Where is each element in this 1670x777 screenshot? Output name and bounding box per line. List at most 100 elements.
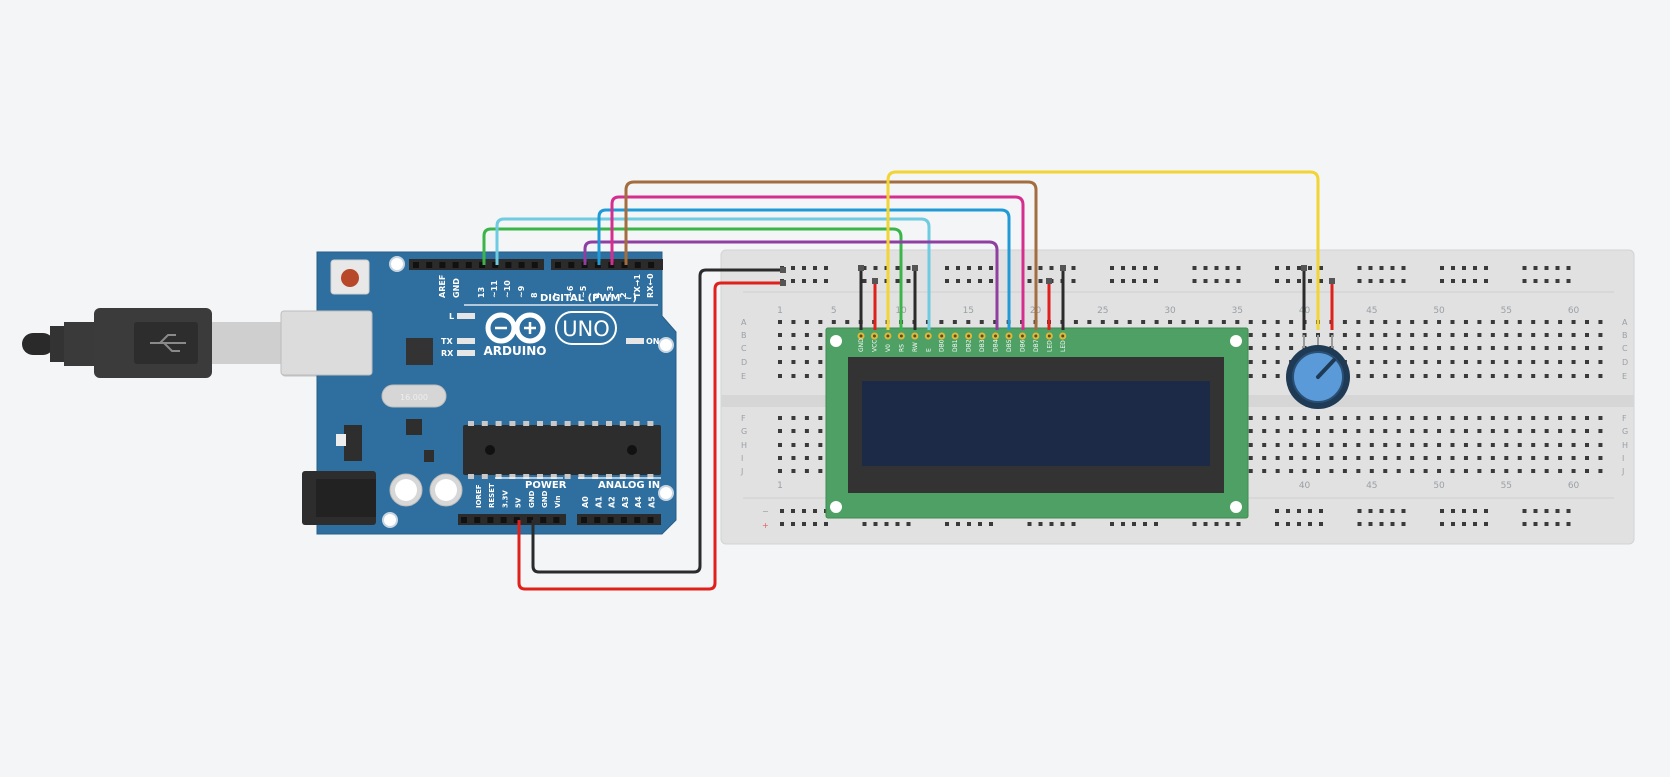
- header-pin[interactable]: [500, 517, 507, 523]
- breadboard-hole[interactable]: [1275, 416, 1280, 420]
- breadboard-hole[interactable]: [1289, 456, 1294, 460]
- breadboard-hole[interactable]: [1463, 333, 1468, 337]
- breadboard-hole[interactable]: [1544, 333, 1549, 337]
- breadboard-hole[interactable]: [818, 443, 823, 447]
- breadboard-hole[interactable]: [1585, 469, 1589, 473]
- rail-hole[interactable]: [1143, 522, 1147, 526]
- rail-hole[interactable]: [1027, 522, 1032, 526]
- rail-hole[interactable]: [1275, 279, 1279, 283]
- header-pin[interactable]: [607, 517, 614, 523]
- rail-hole[interactable]: [1390, 266, 1395, 270]
- rail-hole[interactable]: [1038, 522, 1043, 526]
- wire-yellow[interactable]: [886, 170, 1320, 330]
- rail-hole[interactable]: [895, 522, 900, 526]
- breadboard-hole[interactable]: [1504, 333, 1509, 337]
- breadboard-hole[interactable]: [1342, 429, 1347, 433]
- rail-hole[interactable]: [1484, 522, 1488, 526]
- breadboard-hole[interactable]: [1437, 429, 1442, 433]
- breadboard-hole[interactable]: [778, 429, 782, 433]
- breadboard-hole[interactable]: [778, 374, 782, 378]
- breadboard-hole[interactable]: [1490, 429, 1495, 433]
- breadboard-hole[interactable]: [818, 416, 823, 420]
- rail-hole[interactable]: [1027, 279, 1032, 283]
- breadboard-hole[interactable]: [1571, 333, 1576, 337]
- breadboard-hole[interactable]: [1342, 416, 1347, 420]
- breadboard-hole[interactable]: [1073, 320, 1078, 324]
- breadboard-hole[interactable]: [1558, 360, 1563, 364]
- rail-hole[interactable]: [1319, 279, 1323, 283]
- rail-hole[interactable]: [791, 522, 795, 526]
- rail-hole[interactable]: [1451, 279, 1455, 283]
- breadboard-hole[interactable]: [1262, 416, 1267, 420]
- rail-hole[interactable]: [1121, 279, 1125, 283]
- rail-hole[interactable]: [1071, 279, 1076, 283]
- rail-hole[interactable]: [1038, 279, 1043, 283]
- breadboard-hole[interactable]: [1504, 320, 1509, 324]
- rail-hole[interactable]: [1440, 266, 1444, 270]
- rail-hole[interactable]: [1286, 279, 1290, 283]
- rail-hole[interactable]: [1225, 266, 1230, 270]
- breadboard-hole[interactable]: [1302, 429, 1307, 433]
- breadboard-hole[interactable]: [1517, 360, 1522, 364]
- rail-hole[interactable]: [1522, 509, 1527, 513]
- breadboard-hole[interactable]: [1329, 429, 1334, 433]
- rail-hole[interactable]: [1308, 509, 1312, 513]
- breadboard-hole[interactable]: [939, 320, 944, 324]
- rail-hole[interactable]: [1154, 266, 1158, 270]
- rail-hole[interactable]: [1390, 509, 1395, 513]
- breadboard-hole[interactable]: [1289, 469, 1294, 473]
- breadboard-hole[interactable]: [1423, 469, 1428, 473]
- breadboard-hole[interactable]: [1463, 443, 1468, 447]
- rail-hole[interactable]: [1192, 266, 1197, 270]
- header-pin[interactable]: [487, 517, 494, 523]
- rail-hole[interactable]: [1462, 279, 1466, 283]
- breadboard-hole[interactable]: [1423, 374, 1428, 378]
- breadboard-hole[interactable]: [1369, 346, 1374, 350]
- rail-hole[interactable]: [1544, 279, 1549, 283]
- rail-hole[interactable]: [1379, 266, 1384, 270]
- header-pin[interactable]: [452, 262, 459, 268]
- breadboard-hole[interactable]: [1396, 346, 1401, 350]
- breadboard-hole[interactable]: [1437, 416, 1442, 420]
- breadboard-hole[interactable]: [1356, 443, 1361, 447]
- breadboard-hole[interactable]: [1558, 320, 1563, 324]
- rail-hole[interactable]: [895, 266, 900, 270]
- breadboard-hole[interactable]: [1369, 333, 1374, 337]
- breadboard-hole[interactable]: [1275, 320, 1280, 324]
- rail-hole[interactable]: [1143, 266, 1147, 270]
- breadboard-hole[interactable]: [1598, 443, 1603, 447]
- breadboard-hole[interactable]: [1289, 320, 1294, 324]
- rail-hole[interactable]: [1544, 266, 1549, 270]
- rail-hole[interactable]: [813, 522, 817, 526]
- rail-hole[interactable]: [906, 266, 911, 270]
- rail-hole[interactable]: [1038, 266, 1043, 270]
- breadboard-hole[interactable]: [1544, 346, 1549, 350]
- rail-hole[interactable]: [1143, 279, 1147, 283]
- rail-hole[interactable]: [1368, 509, 1373, 513]
- breadboard-hole[interactable]: [1490, 333, 1495, 337]
- breadboard-hole[interactable]: [1558, 416, 1563, 420]
- breadboard-hole[interactable]: [1531, 429, 1536, 433]
- breadboard-hole[interactable]: [1356, 360, 1361, 364]
- rail-hole[interactable]: [1308, 266, 1312, 270]
- breadboard-hole[interactable]: [1262, 360, 1267, 364]
- rail-hole[interactable]: [1203, 266, 1208, 270]
- rail-hole[interactable]: [791, 279, 795, 283]
- breadboard-hole[interactable]: [791, 443, 796, 447]
- rail-hole[interactable]: [1555, 279, 1560, 283]
- breadboard-hole[interactable]: [1369, 443, 1374, 447]
- breadboard-hole[interactable]: [778, 443, 782, 447]
- wire-red[interactable]: [517, 281, 783, 591]
- breadboard-hole[interactable]: [804, 333, 809, 337]
- breadboard-hole[interactable]: [1517, 443, 1522, 447]
- breadboard-hole[interactable]: [1423, 416, 1428, 420]
- header-pin[interactable]: [634, 517, 641, 523]
- breadboard-hole[interactable]: [1356, 429, 1361, 433]
- breadboard-hole[interactable]: [1450, 346, 1455, 350]
- breadboard-hole[interactable]: [818, 320, 823, 324]
- breadboard-hole[interactable]: [1585, 320, 1589, 324]
- breadboard-hole[interactable]: [1248, 320, 1253, 324]
- breadboard-hole[interactable]: [1262, 469, 1267, 473]
- breadboard-hole[interactable]: [1410, 416, 1415, 420]
- breadboard-hole[interactable]: [1558, 456, 1563, 460]
